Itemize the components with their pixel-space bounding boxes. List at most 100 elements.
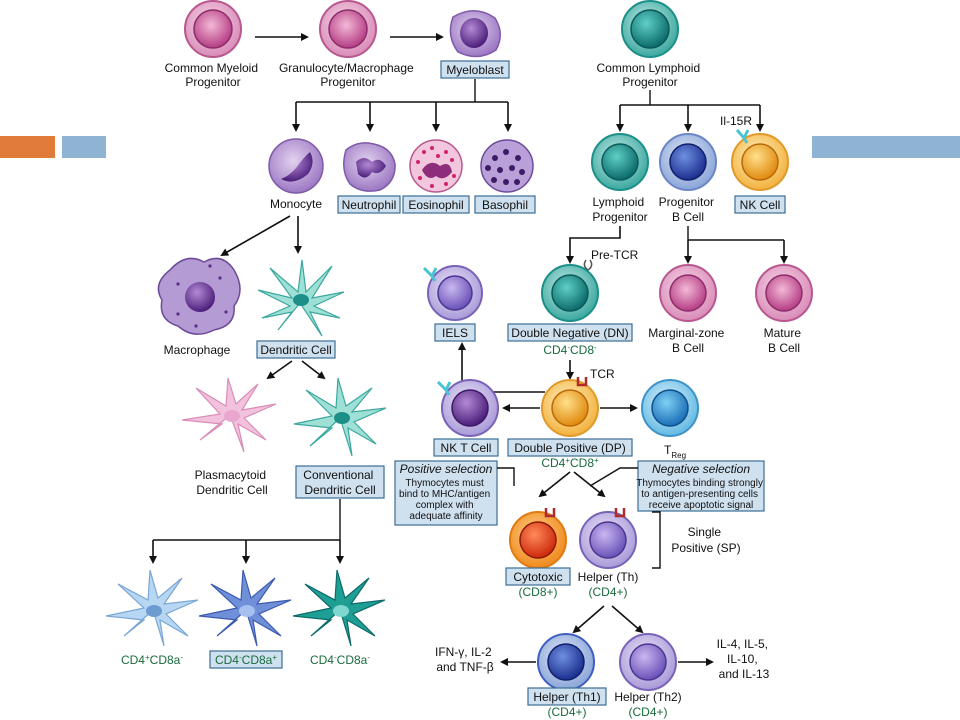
dn-markers-label: CD4-CD8- [543, 343, 597, 357]
monocyte-label: Monocyte [270, 197, 322, 211]
progenitor-b-cell [659, 133, 717, 191]
arrow-helper-to-th2 [611, 605, 644, 634]
iels-receptor-icon [422, 266, 438, 282]
dendritic-cell-label-box [256, 340, 336, 359]
cytotoxic-label-box [505, 567, 571, 586]
neutrophil-label: Neutrophil [342, 198, 397, 212]
pre-tcr-label: Pre-TCR [591, 248, 639, 262]
common-myeloid-progenitor-cell [184, 0, 242, 58]
gm-progenitor-label: Granulocyte/Macrophage Progenitor [279, 61, 417, 89]
plasmacytoid-dendritic-cell [181, 377, 277, 453]
arrow-helper-to-th1 [572, 605, 605, 634]
dc-subset-2-label: CD4-CD8a+ [215, 653, 277, 667]
basophil-cell [480, 139, 534, 193]
nk-cell-label: NK Cell [740, 198, 781, 212]
double-positive-cell [541, 379, 599, 437]
single-positive-label: Single Positive (SP) [671, 525, 740, 555]
mature-b-label: Mature B Cell [764, 326, 805, 355]
common-lymphoid-progenitor-cell [621, 0, 679, 58]
double-positive-label-box [507, 438, 633, 457]
t-reg-cell [641, 379, 699, 437]
conventional-dc-label-box [295, 465, 385, 499]
macrophage-cell [157, 257, 241, 335]
il15r-label: Il-15R [720, 114, 752, 128]
marginal-zone-b-cell [659, 264, 717, 322]
helper-th1-cell [537, 633, 595, 691]
helper-marker-label: (CD4+) [588, 585, 627, 599]
positive-selection-box [394, 460, 498, 526]
single-positive-bracket [652, 511, 661, 569]
dc-subset-2-label-box [209, 650, 283, 669]
myeloblast-label: Myeloblast [446, 63, 504, 77]
lymphoid-progenitor-cell [591, 133, 649, 191]
macrophage-label: Macrophage [164, 343, 231, 357]
progenitor-b-cell-label: Progenitor B Cell [659, 195, 718, 224]
helper-t-cell [579, 511, 637, 569]
nk-cell-label-box [734, 195, 786, 214]
myeloblast-label-box [440, 60, 510, 79]
helper-label: Helper (Th) [578, 570, 639, 584]
neutrophil-label-box [337, 195, 401, 214]
th1-cytokines-label: IFN-γ, IL-2 and TNF-β [435, 645, 495, 674]
arrow-dc-to-conventional [301, 360, 326, 380]
plasmacytoid-dc-label: Plasmacytoid Dendritic Cell [195, 468, 270, 497]
cytotoxic-t-cell [509, 511, 567, 569]
iels-label: IELS [442, 326, 468, 340]
pre-tcr-receptor-icon [583, 259, 593, 271]
tcr-label: TCR [590, 367, 615, 381]
cytotoxic-tcr-icon [544, 508, 556, 518]
dendritic-cell [257, 259, 345, 337]
lymphoid-progenitor-label: Lymphoid Progenitor [592, 195, 647, 224]
gm-progenitor-cell [319, 0, 377, 58]
mature-b-cell [755, 264, 813, 322]
eosinophil-label-box [402, 195, 470, 214]
helper-th1-marker-label: (CD4+) [547, 705, 586, 719]
cytotoxic-marker-label: (CD8+) [518, 585, 557, 599]
il15r-receptor-icon [735, 129, 750, 144]
dc-subset-cd4neg-cd8neg-cell [292, 569, 386, 647]
eosinophil-label: Eosinophil [408, 198, 463, 212]
arrow-dp-to-cytotoxic [538, 471, 571, 498]
eosinophil-cell [409, 139, 463, 193]
negative-selection-connector [589, 467, 638, 487]
positive-selection-text: Thymocytes must bind to MHC/antigen comp… [399, 478, 493, 522]
nk-t-cell-label-box [433, 438, 499, 457]
marginal-zone-b-label: Marginal-zone B Cell [648, 326, 727, 355]
dp-markers-label: CD4+CD8+ [541, 456, 599, 470]
cytotoxic-label: Cytotoxic [513, 570, 562, 584]
negative-selection-box [637, 460, 765, 512]
iels-cell [427, 265, 483, 321]
nk-cell [731, 133, 789, 191]
th2-cytokines-label: IL-4, IL-5, IL-10, and IL-13 [717, 637, 772, 681]
t-reg-label: TReg [664, 443, 686, 460]
positive-selection-connector [497, 467, 515, 486]
dc-subset-1-label: CD4+CD8a- [121, 653, 183, 667]
common-lymphoid-progenitor-label: Common Lymphoid Progenitor [597, 61, 704, 89]
helper-tcr-icon [614, 508, 626, 518]
accent-bar-orange [0, 136, 55, 158]
accent-bar-blue-left [62, 136, 106, 158]
monocyte-cell [268, 138, 324, 194]
conventional-dc-label: Conventional Dendritic Cell [303, 468, 376, 497]
helper-th1-label-box [527, 687, 607, 706]
helper-th2-cell [619, 633, 677, 691]
double-positive-label: Double Positive (DP) [514, 441, 625, 455]
helper-th2-marker-label: (CD4+) [628, 705, 667, 719]
conventional-dendritic-cell [293, 377, 387, 457]
arrow-monocyte-to-macrophage [220, 215, 291, 256]
common-myeloid-progenitor-label: Common Myeloid Progenitor [165, 61, 262, 89]
double-negative-cell [541, 264, 599, 322]
nk-t-cell [441, 379, 499, 437]
basophil-label-box [474, 195, 536, 214]
iels-label-box [434, 323, 476, 342]
double-negative-label: Double Negative (DN) [511, 326, 628, 340]
nkt-receptor-icon [436, 380, 452, 396]
nk-t-cell-label: NK T Cell [441, 441, 492, 455]
basophil-label: Basophil [482, 198, 528, 212]
negative-selection-title: Negative selection [652, 462, 750, 476]
dc-subset-cd4pos-cd8neg-cell [105, 569, 199, 647]
double-negative-label-box [507, 323, 633, 342]
myeloblast-cell [449, 10, 501, 58]
arrow-dp-to-helper [573, 471, 606, 498]
